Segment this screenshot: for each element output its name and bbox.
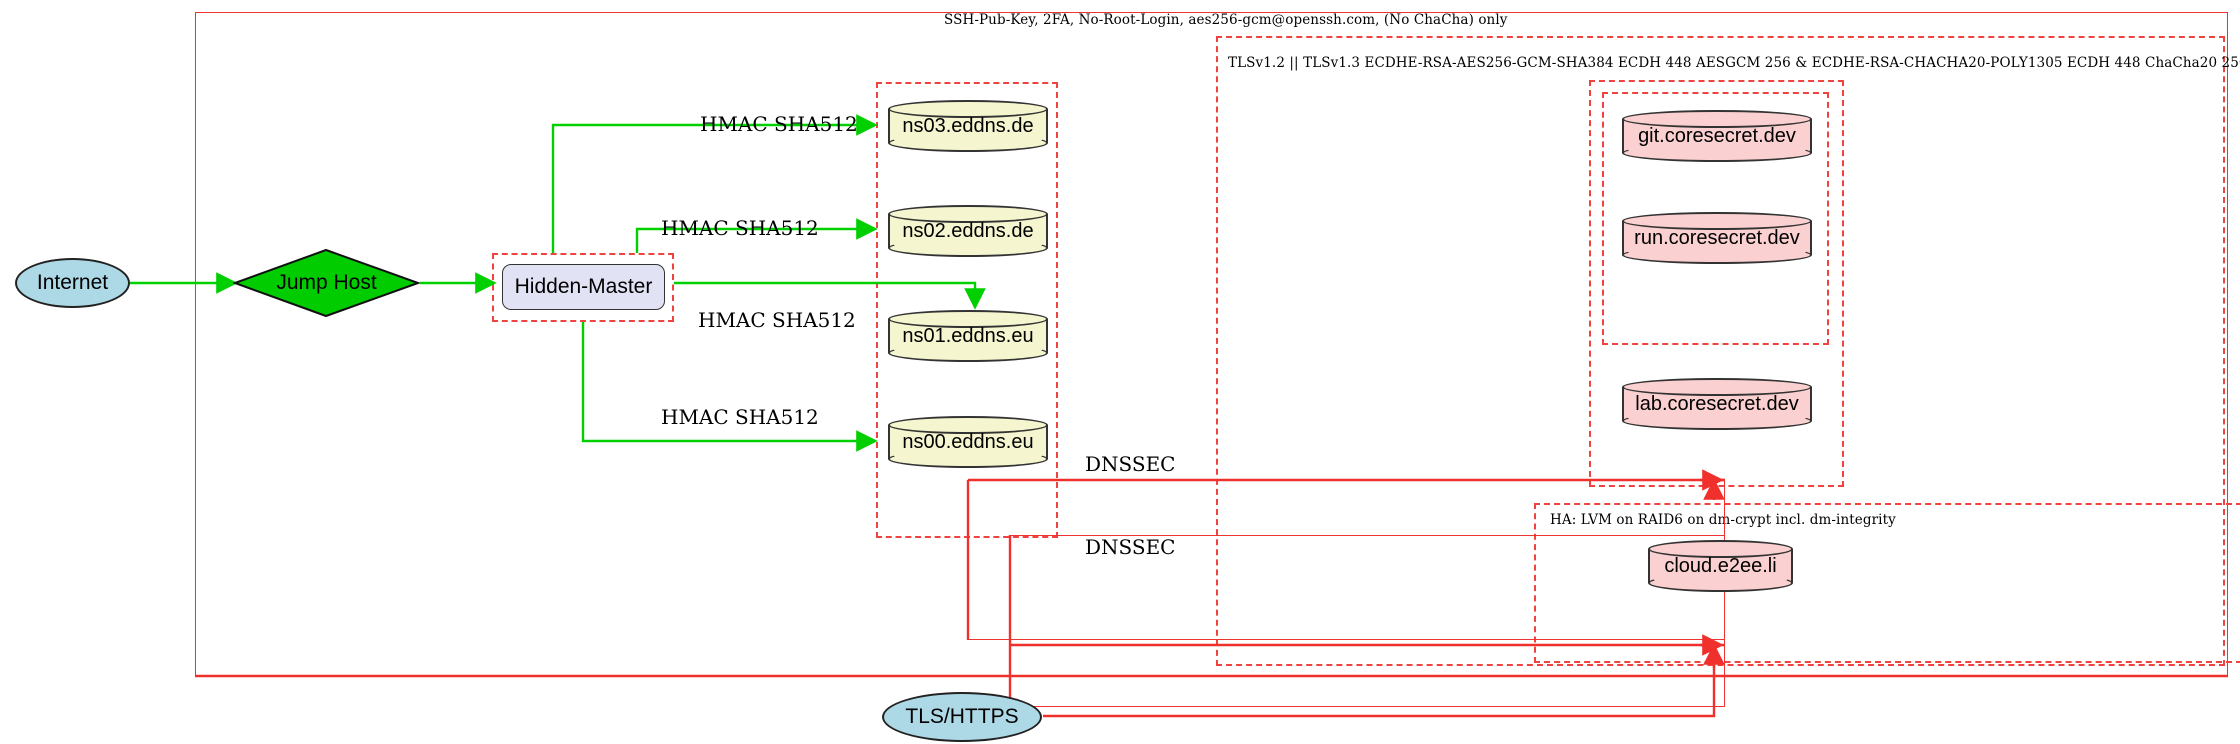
node-git-coresecret[interactable]: git.coresecret.dev bbox=[1622, 110, 1812, 162]
cloud-bottom bbox=[1648, 574, 1793, 592]
node-lab-label: lab.coresecret.dev bbox=[1635, 392, 1799, 415]
lab-top bbox=[1622, 378, 1812, 396]
ns03-top bbox=[888, 100, 1048, 118]
ns00-bottom bbox=[888, 450, 1048, 468]
node-ns01[interactable]: ns01.eddns.eu bbox=[888, 310, 1048, 362]
ns01-bottom bbox=[888, 344, 1048, 362]
node-lab-coresecret[interactable]: lab.coresecret.dev bbox=[1622, 378, 1812, 430]
cluster-dnssec-lower bbox=[1010, 535, 1725, 707]
edge-label-hmac-ns02: HMAC SHA512 bbox=[661, 216, 819, 240]
node-run-coresecret[interactable]: run.coresecret.dev bbox=[1622, 212, 1812, 264]
edge-label-dnssec-lower: DNSSEC bbox=[1085, 535, 1176, 559]
node-tls-https[interactable]: TLS/HTTPS bbox=[882, 692, 1042, 742]
edge-label-hmac-ns01: HMAC SHA512 bbox=[698, 308, 856, 332]
cluster-tls-policy bbox=[1216, 36, 2225, 666]
lab-bottom bbox=[1622, 412, 1812, 430]
cluster-tls-policy-label: TLSv1.2 || TLSv1.3 ECDHE-RSA-AES256-GCM-… bbox=[1228, 55, 2240, 71]
node-ns03[interactable]: ns03.eddns.de bbox=[888, 100, 1048, 152]
ns01-top bbox=[888, 310, 1048, 328]
node-ns01-label: ns01.eddns.eu bbox=[902, 324, 1034, 347]
run-top bbox=[1622, 212, 1812, 230]
ns02-top bbox=[888, 205, 1048, 223]
node-hidden-master[interactable]: Hidden-Master bbox=[502, 264, 665, 310]
git-bottom bbox=[1622, 144, 1812, 162]
node-internet[interactable]: Internet bbox=[15, 258, 130, 308]
cluster-services-inner bbox=[1602, 92, 1829, 345]
cloud-top bbox=[1648, 540, 1793, 558]
node-hidden-master-label: Hidden-Master bbox=[514, 275, 653, 298]
node-tls-https-label: TLS/HTTPS bbox=[905, 705, 1019, 728]
cluster-ha-storage bbox=[1534, 503, 2240, 663]
ns02-bottom bbox=[888, 239, 1048, 257]
node-ns02-label: ns02.eddns.de bbox=[902, 219, 1034, 242]
ns03-bottom bbox=[888, 134, 1048, 152]
node-ns00[interactable]: ns00.eddns.eu bbox=[888, 416, 1048, 468]
run-bottom bbox=[1622, 246, 1812, 264]
node-ns03-label: ns03.eddns.de bbox=[902, 114, 1034, 137]
edge-label-hmac-ns03: HMAC SHA512 bbox=[700, 112, 858, 136]
node-cloud-label: cloud.e2ee.li bbox=[1664, 554, 1777, 577]
ns00-top bbox=[888, 416, 1048, 434]
node-cloud-e2ee[interactable]: cloud.e2ee.li bbox=[1648, 540, 1793, 592]
edge-label-hmac-ns00: HMAC SHA512 bbox=[661, 405, 819, 429]
node-ns00-label: ns00.eddns.eu bbox=[902, 430, 1034, 453]
cluster-ssh-policy-label: SSH-Pub-Key, 2FA, No-Root-Login, aes256-… bbox=[944, 12, 1508, 28]
edge-label-dnssec-upper: DNSSEC bbox=[1085, 452, 1176, 476]
git-top bbox=[1622, 110, 1812, 128]
node-jump-host[interactable]: Jump Host bbox=[233, 248, 420, 318]
node-ns02[interactable]: ns02.eddns.de bbox=[888, 205, 1048, 257]
node-internet-label: Internet bbox=[36, 271, 109, 294]
node-run-label: run.coresecret.dev bbox=[1634, 226, 1800, 249]
node-git-label: git.coresecret.dev bbox=[1638, 124, 1796, 147]
cluster-ha-storage-label: HA: LVM on RAID6 on dm-crypt incl. dm-in… bbox=[1550, 512, 1896, 528]
